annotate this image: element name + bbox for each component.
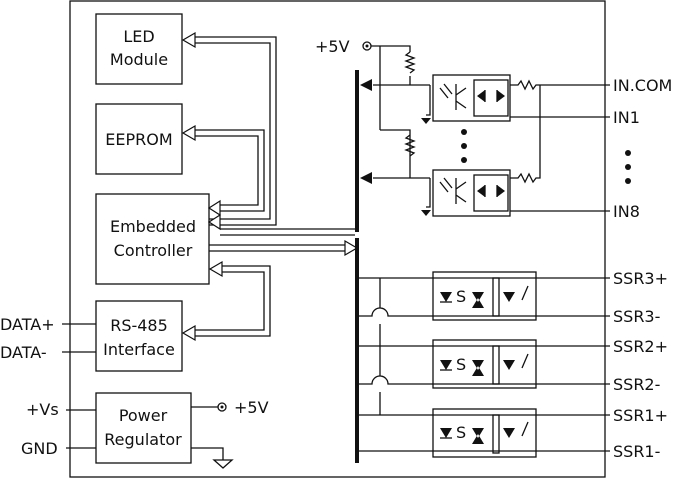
ssr2-minus-label: SSR2- bbox=[613, 375, 660, 394]
led-module-block: LED Module bbox=[95, 13, 183, 85]
ssr3-minus-label: SSR3- bbox=[613, 307, 660, 326]
external-wires bbox=[62, 323, 96, 449]
in-com-label: IN.COM bbox=[613, 76, 672, 95]
controller-label-2: Controller bbox=[114, 241, 193, 260]
ssr3-plus-label: SSR3+ bbox=[613, 269, 668, 288]
ssr2-plus-label: SSR2+ bbox=[613, 337, 668, 356]
gnd-label: GND bbox=[21, 439, 58, 458]
power-regulator-block: Power Regulator bbox=[95, 392, 192, 464]
rs485-label-1: RS-485 bbox=[110, 316, 168, 335]
ssr2-symbol: S bbox=[456, 355, 466, 374]
eeprom-block: EEPROM bbox=[95, 103, 183, 175]
data-plus-label: DATA+ bbox=[0, 315, 55, 334]
controller-eeprom-bus-arrow bbox=[181, 124, 265, 217]
in8-label: IN8 bbox=[613, 202, 640, 221]
input-channel-8 bbox=[360, 85, 610, 217]
vcc-power-label: +5V bbox=[234, 398, 269, 417]
ssr-channel-3: S bbox=[359, 271, 610, 321]
ssr-channel-1: S bbox=[359, 408, 610, 458]
pullup-resistor-1 bbox=[404, 51, 416, 74]
ssr3-symbol: S bbox=[456, 287, 466, 306]
vcc-top-label: +5V bbox=[315, 37, 350, 56]
ssr1-symbol: S bbox=[456, 423, 466, 442]
controller-rs485-bus-arrow bbox=[181, 260, 271, 342]
ssr-channel-2: S bbox=[359, 339, 610, 389]
module-outline bbox=[69, 0, 606, 478]
power-label-2: Regulator bbox=[104, 430, 182, 449]
controller-led-bus-arrow bbox=[181, 31, 277, 231]
ssr1-minus-label: SSR1- bbox=[613, 442, 660, 461]
eeprom-label: EEPROM bbox=[105, 130, 172, 149]
data-minus-label: DATA- bbox=[0, 343, 47, 362]
input-channel-1 bbox=[360, 74, 610, 124]
led-module-label-2: Module bbox=[110, 50, 168, 69]
rs485-label-2: Interface bbox=[103, 340, 175, 359]
power-label-1: Power bbox=[119, 406, 168, 425]
led-module-label-1: LED bbox=[123, 27, 154, 46]
ground-icon bbox=[212, 459, 234, 469]
controller-label-1: Embedded bbox=[110, 217, 196, 236]
vs-label: +Vs bbox=[26, 400, 59, 419]
in1-label: IN1 bbox=[613, 108, 640, 127]
pullup-resistor-2 bbox=[404, 134, 416, 157]
controller-bus-link-arrows bbox=[209, 228, 359, 257]
embedded-controller-block: Embedded Controller bbox=[95, 193, 210, 285]
power-output-wires bbox=[191, 406, 224, 460]
channel-ellipsis-dots bbox=[461, 129, 631, 184]
ssr1-plus-label: SSR1+ bbox=[613, 406, 668, 425]
rs485-interface-block: RS-485 Interface bbox=[95, 300, 183, 372]
